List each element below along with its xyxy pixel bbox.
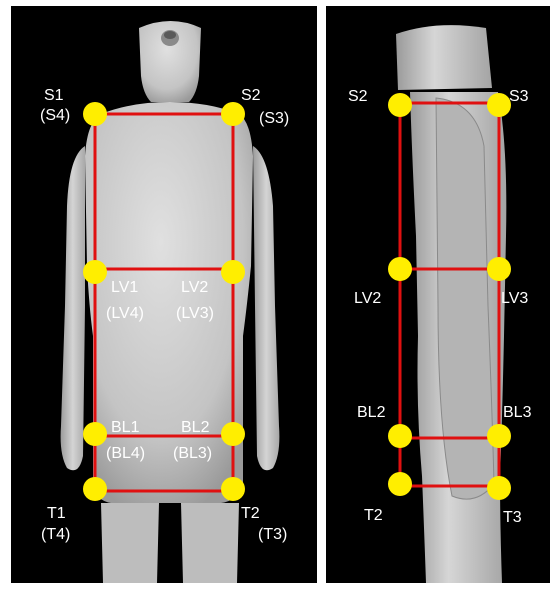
side-label-t3: T3 [503, 509, 522, 527]
side-label-s3: S3 [509, 88, 529, 106]
marker-bl1 [83, 422, 107, 446]
marker-s2-side [388, 93, 412, 117]
label-t2: T2 [241, 505, 260, 523]
marker-bl2 [221, 422, 245, 446]
marker-s2 [221, 102, 245, 126]
side-label-bl2: BL2 [357, 404, 385, 422]
marker-lv2 [221, 260, 245, 284]
marker-t3-side [487, 476, 511, 500]
label-lv1: LV1 [111, 279, 138, 297]
marker-t2-side [388, 472, 412, 496]
marker-lv3-side [487, 257, 511, 281]
marker-lv1 [83, 260, 107, 284]
marker-lv2-side [388, 257, 412, 281]
side-label-t2: T2 [364, 507, 383, 525]
label-s3: (S3) [259, 110, 289, 128]
side-label-lv3: LV3 [501, 290, 528, 308]
marker-s1 [83, 102, 107, 126]
label-t3: (T3) [258, 526, 287, 544]
side-label-s2: S2 [348, 88, 368, 106]
marker-t1 [83, 477, 107, 501]
label-s2: S2 [241, 87, 261, 105]
label-lv4: (LV4) [106, 305, 144, 323]
label-lv2: LV2 [181, 279, 208, 297]
label-lv3: (LV3) [176, 305, 214, 323]
side-view-panel: S2 S3 LV2 LV3 BL2 BL3 T2 T3 [326, 6, 550, 583]
label-bl1: BL1 [111, 419, 139, 437]
label-t4: (T4) [41, 526, 70, 544]
label-bl2: BL2 [181, 419, 209, 437]
label-bl4: (BL4) [106, 445, 145, 463]
label-t1: T1 [47, 505, 66, 523]
marker-s3-side [487, 93, 511, 117]
front-view-panel: S1 (S4) S2 (S3) LV1 (LV4) LV2 (LV3) BL1 … [11, 6, 317, 583]
marker-bl3-side [487, 424, 511, 448]
label-s1: S1 [44, 87, 64, 105]
marker-bl2-side [388, 424, 412, 448]
label-s4: (S4) [40, 107, 70, 125]
marker-t2 [221, 477, 245, 501]
side-label-bl3: BL3 [503, 404, 531, 422]
side-label-lv2: LV2 [354, 290, 381, 308]
label-bl3: (BL3) [173, 445, 212, 463]
